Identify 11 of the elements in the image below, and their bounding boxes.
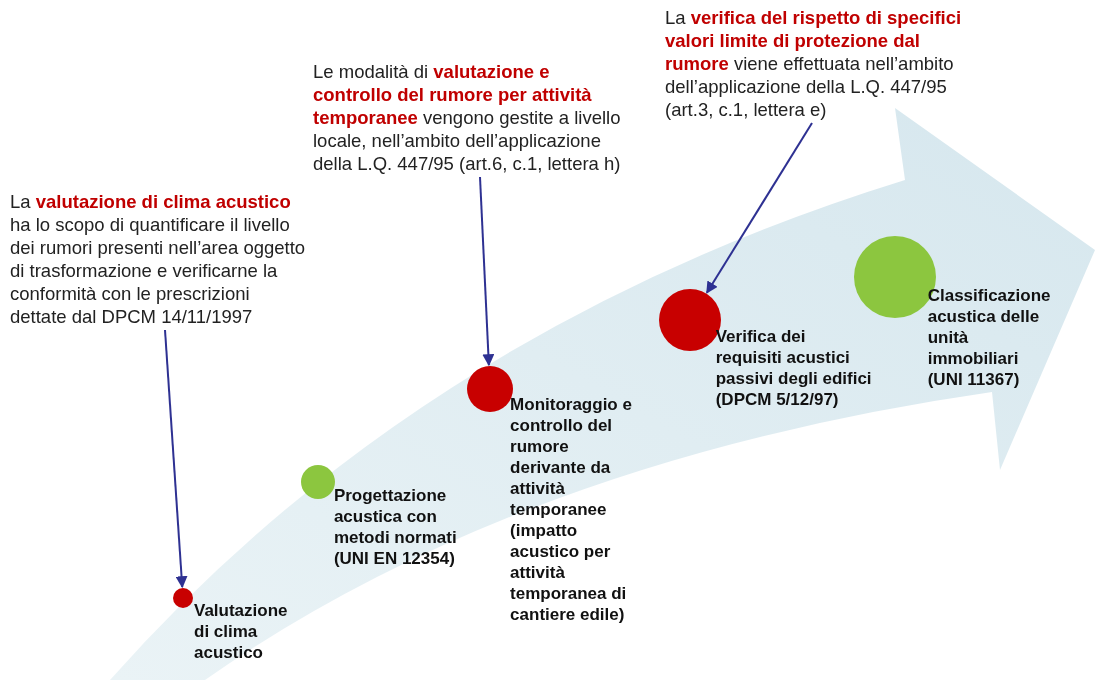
arrow bbox=[164, 329, 188, 589]
milestone-label: Valutazione di clima acustico bbox=[194, 600, 289, 663]
arrow bbox=[479, 176, 495, 367]
callout-text: Le modalità di valutazione e controllo del rumore per attività temporanee vengono gestite a livello locale, nell’ambito dell’applicazione della L.Q. 447/95 (art.6, c.1, lettera h) bbox=[313, 60, 622, 175]
milestone-label: Classificazione acustica delle unità immobiliari (UNI 11367) bbox=[927, 285, 1052, 391]
arrow bbox=[705, 122, 813, 294]
milestone-label: Monitoraggio e controllo del rumore derivante da attività temporanee (impatto acustico per attività temporanea di cantiere edile) bbox=[510, 393, 633, 625]
callout-text: La verifica del rispetto di specifici valori limite di protezione dal rumore viene effettuata nell’ambito dell’applicazione della L.Q. 447/95 (art.3, c.1, lettera e) bbox=[665, 6, 963, 121]
milestone-label: Progettazione acustica con metodi normati (UNI EN 12354) bbox=[333, 485, 458, 570]
milestone-label: Verifica dei requisiti acustici passivi degli edifici (DPCM 5/12/97) bbox=[715, 326, 873, 411]
callout-text: La valutazione di clima acustico ha lo scopo di quantificare il livello dei rumori presenti nell’area oggetto di trasformazione e verificarne la conformità con le prescrizioni dettate dal DPCM 14/11/1997 bbox=[10, 190, 307, 328]
